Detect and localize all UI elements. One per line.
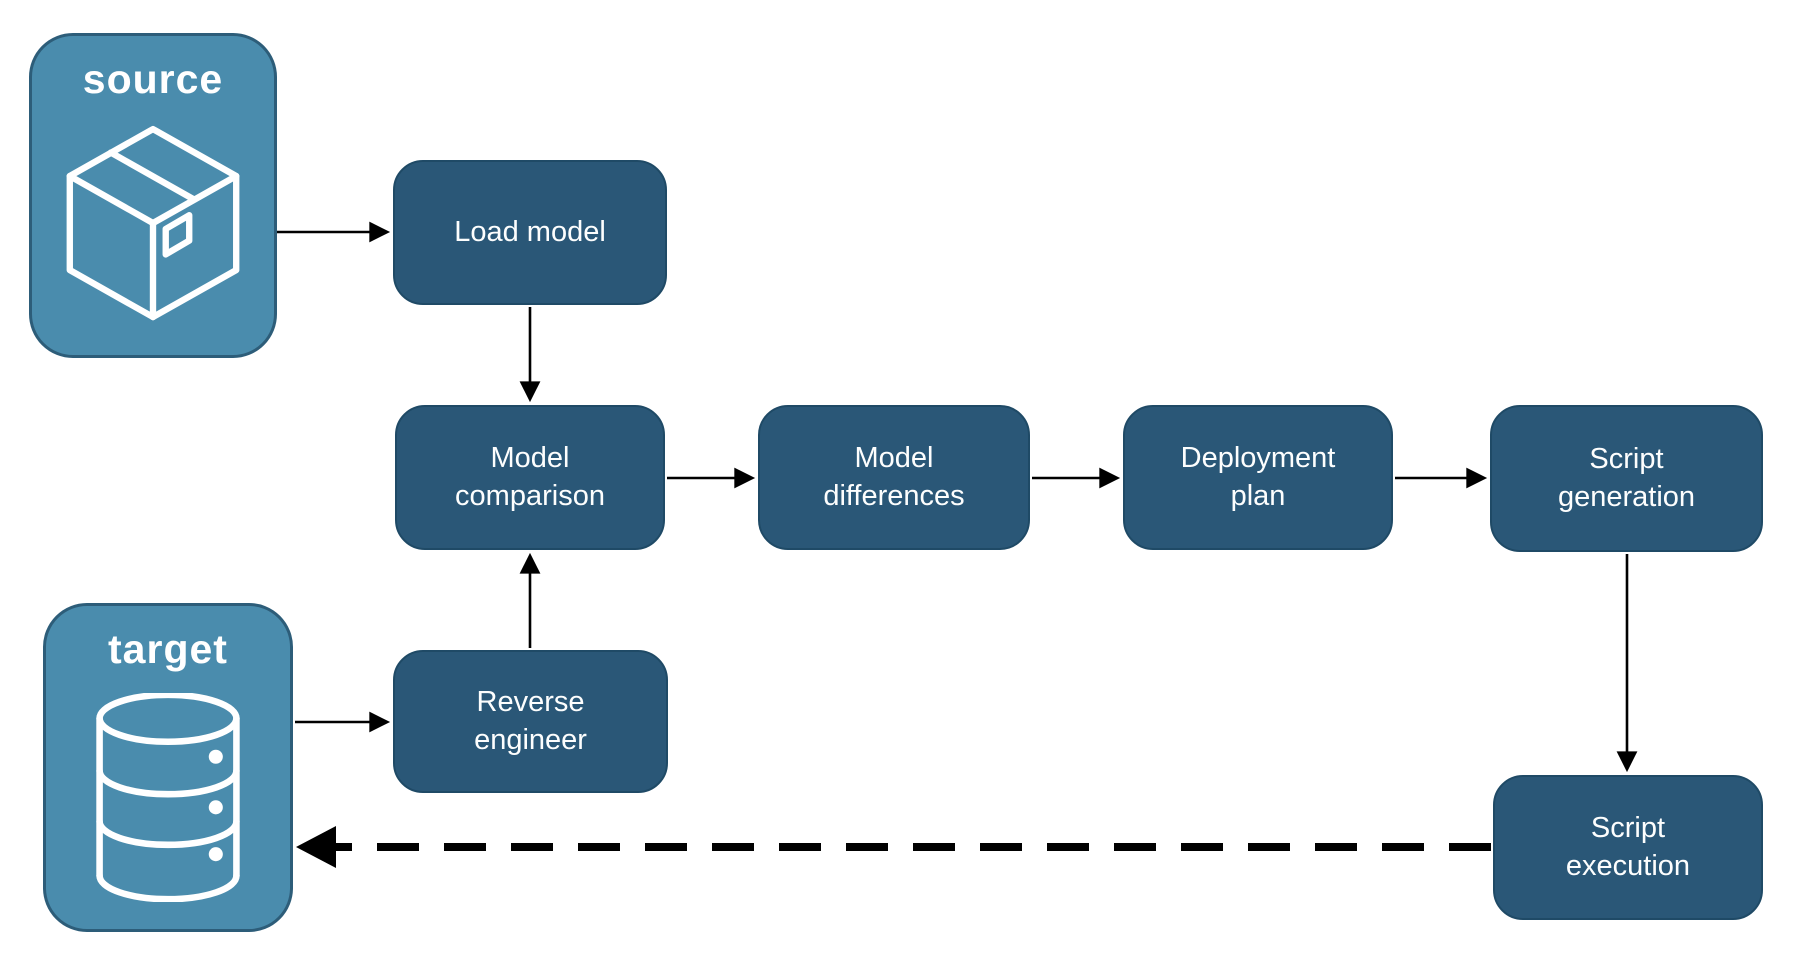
target-label: target: [108, 626, 228, 672]
source-label: source: [82, 56, 224, 102]
node-deployment-plan: Deployment plan: [1123, 405, 1393, 550]
node-model-comparison: Model comparison: [395, 405, 665, 550]
node-reverse-engineer: Reverse engineer: [393, 650, 668, 793]
node-load-model: Load model: [393, 160, 667, 305]
node-model-differences: Model differences: [758, 405, 1030, 550]
dashed-arrowhead: [296, 826, 336, 868]
container-target: target: [43, 603, 293, 932]
package-icon: [66, 126, 240, 321]
container-source: source: [29, 33, 277, 358]
node-script-execution: Script execution: [1493, 775, 1763, 920]
node-script-generation: Script generation: [1490, 405, 1763, 552]
database-icon: [96, 693, 240, 903]
